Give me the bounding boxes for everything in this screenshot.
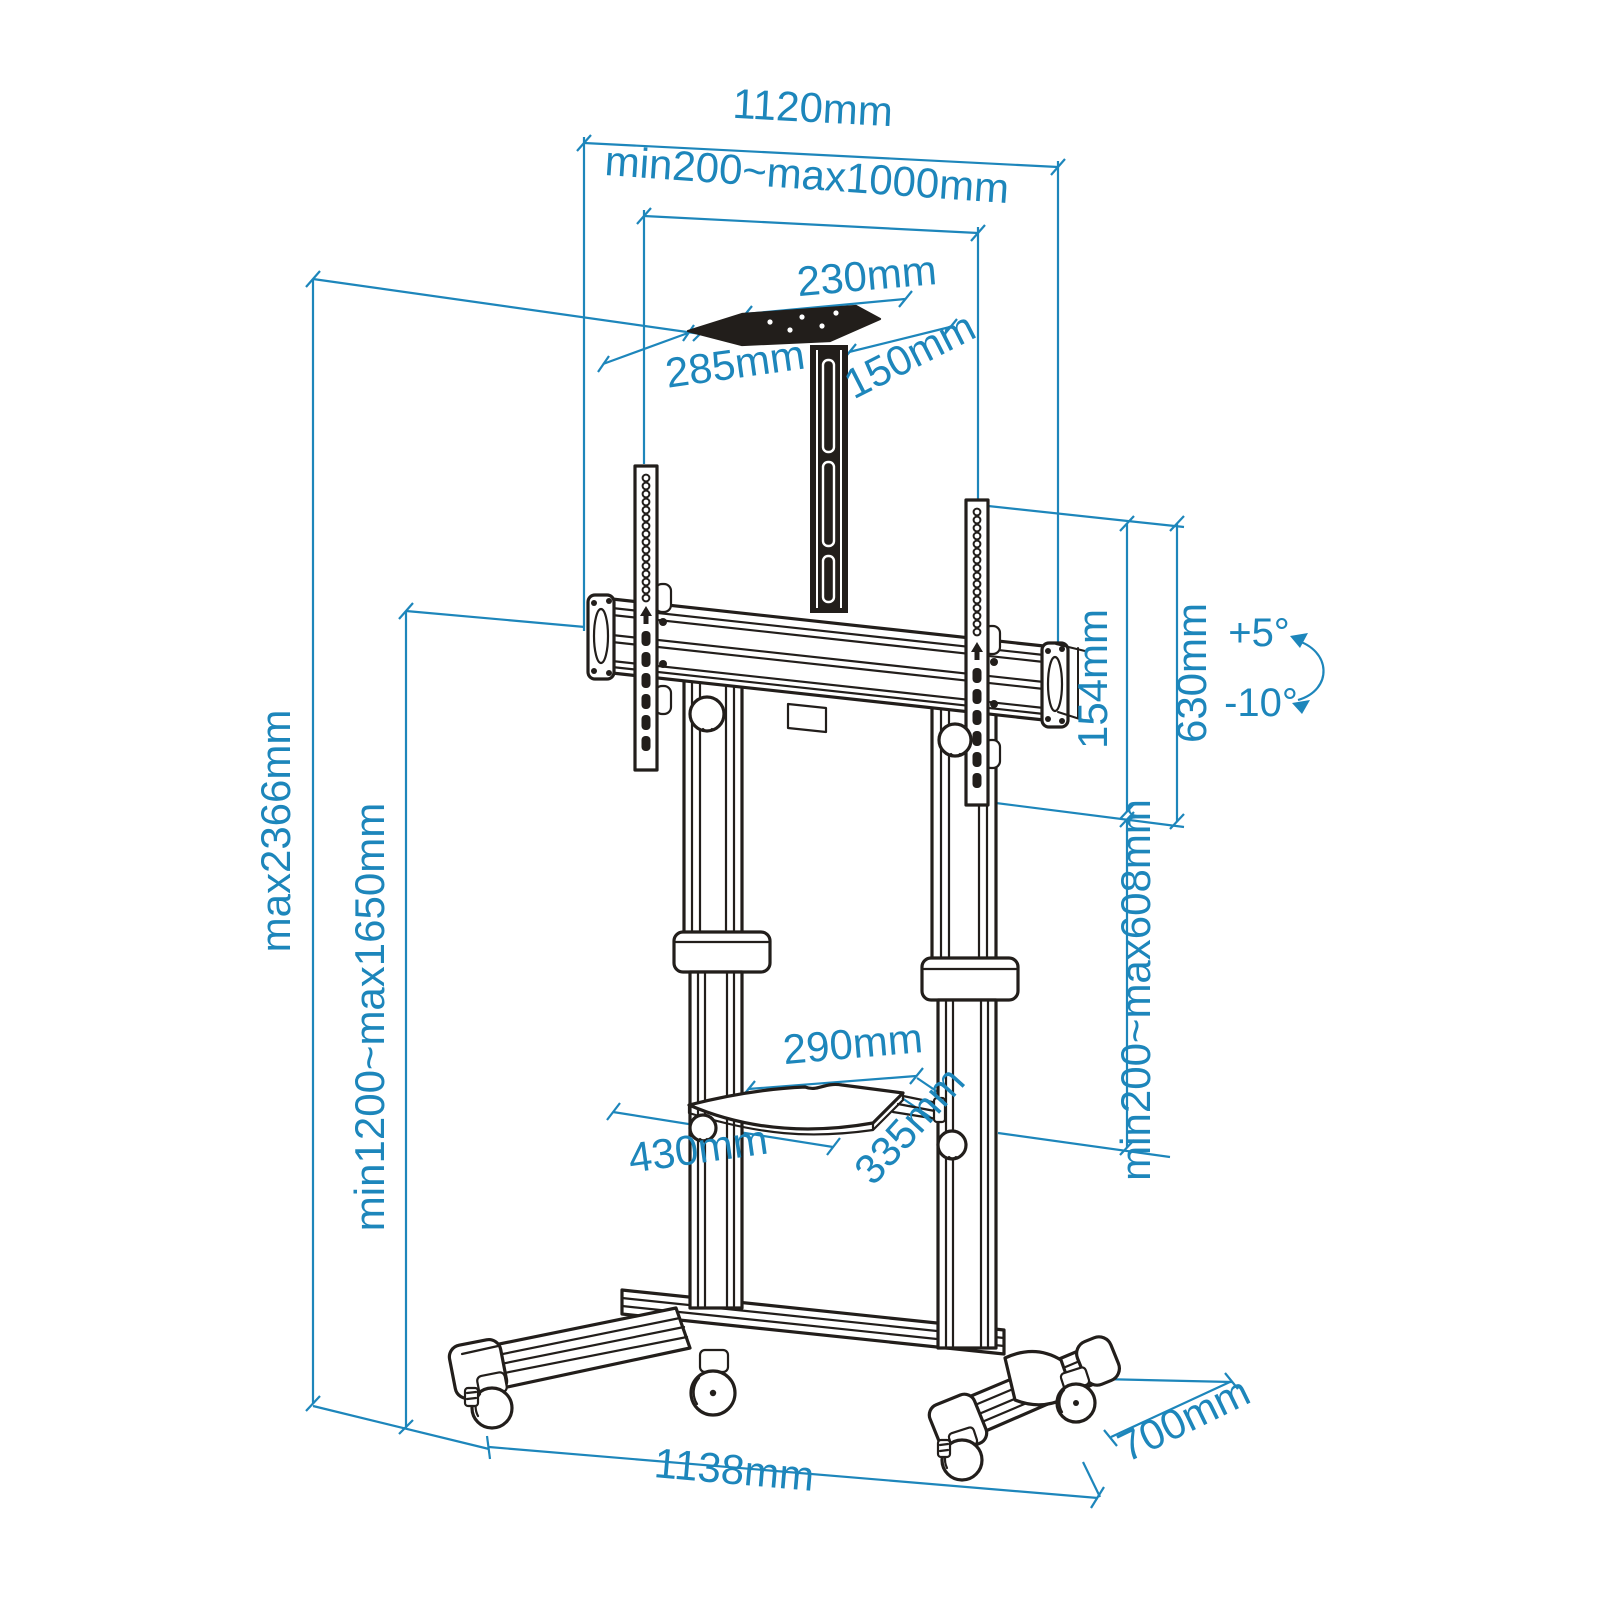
label-end-bracket-height: 154mm: [1069, 609, 1116, 749]
dim-screen-height-range: [398, 602, 586, 1435]
label-max-total-height: max2366mm: [252, 710, 299, 953]
label-top-total-width: 1120mm: [731, 80, 894, 135]
vesa-rail-right: [964, 498, 1002, 807]
caster-front-right: [936, 1426, 984, 1482]
label-av-shelf-width: 430mm: [625, 1116, 770, 1182]
dim-top-total-width: [576, 134, 1066, 645]
label-base-depth: 700mm: [1110, 1367, 1256, 1471]
caster-front-left: [463, 1371, 514, 1430]
label-column-travel-range: min200~max608mm: [1112, 799, 1159, 1181]
caster-rear-right: [1055, 1366, 1097, 1424]
label-camera-shelf-width: 230mm: [795, 246, 939, 305]
left-column: [672, 674, 772, 1310]
caster-rear-left: [689, 1348, 737, 1417]
knob-left-upper: [688, 695, 726, 733]
stand-structure: [447, 304, 1121, 1482]
tilt-arrow: [1290, 633, 1325, 714]
label-tilt-down: -10°: [1224, 681, 1298, 725]
camera-pole: [810, 345, 848, 613]
dim-max-total-height: [305, 270, 709, 1451]
label-av-shelf-depth: 290mm: [781, 1014, 925, 1073]
label-vesa-height: 630mm: [1168, 603, 1215, 743]
knob-right-lower: [936, 1129, 968, 1161]
knob-left-lower: [688, 1113, 718, 1143]
dim-vesa-width-range: [636, 207, 986, 500]
vesa-rail-left: [633, 464, 673, 772]
dim-column-travel-range: [997, 811, 1171, 1159]
label-tilt-up: +5°: [1228, 611, 1290, 655]
bracket-154-measure: [1055, 643, 1087, 722]
knob-right-upper: [937, 722, 973, 758]
label-screen-height-range: min1200~max1650mm: [346, 803, 393, 1231]
camera-shelf-plate: [686, 304, 882, 347]
dim-base-width: [485, 1435, 1105, 1509]
dim-base-depth: [1099, 1372, 1239, 1447]
crossbar: [586, 593, 1070, 734]
label-base-width: 1138mm: [652, 1439, 816, 1500]
dim-vesa-height: [987, 504, 1185, 830]
label-vesa-width-range: min200~max1000mm: [603, 137, 1010, 212]
av-shelf: [687, 1082, 947, 1136]
